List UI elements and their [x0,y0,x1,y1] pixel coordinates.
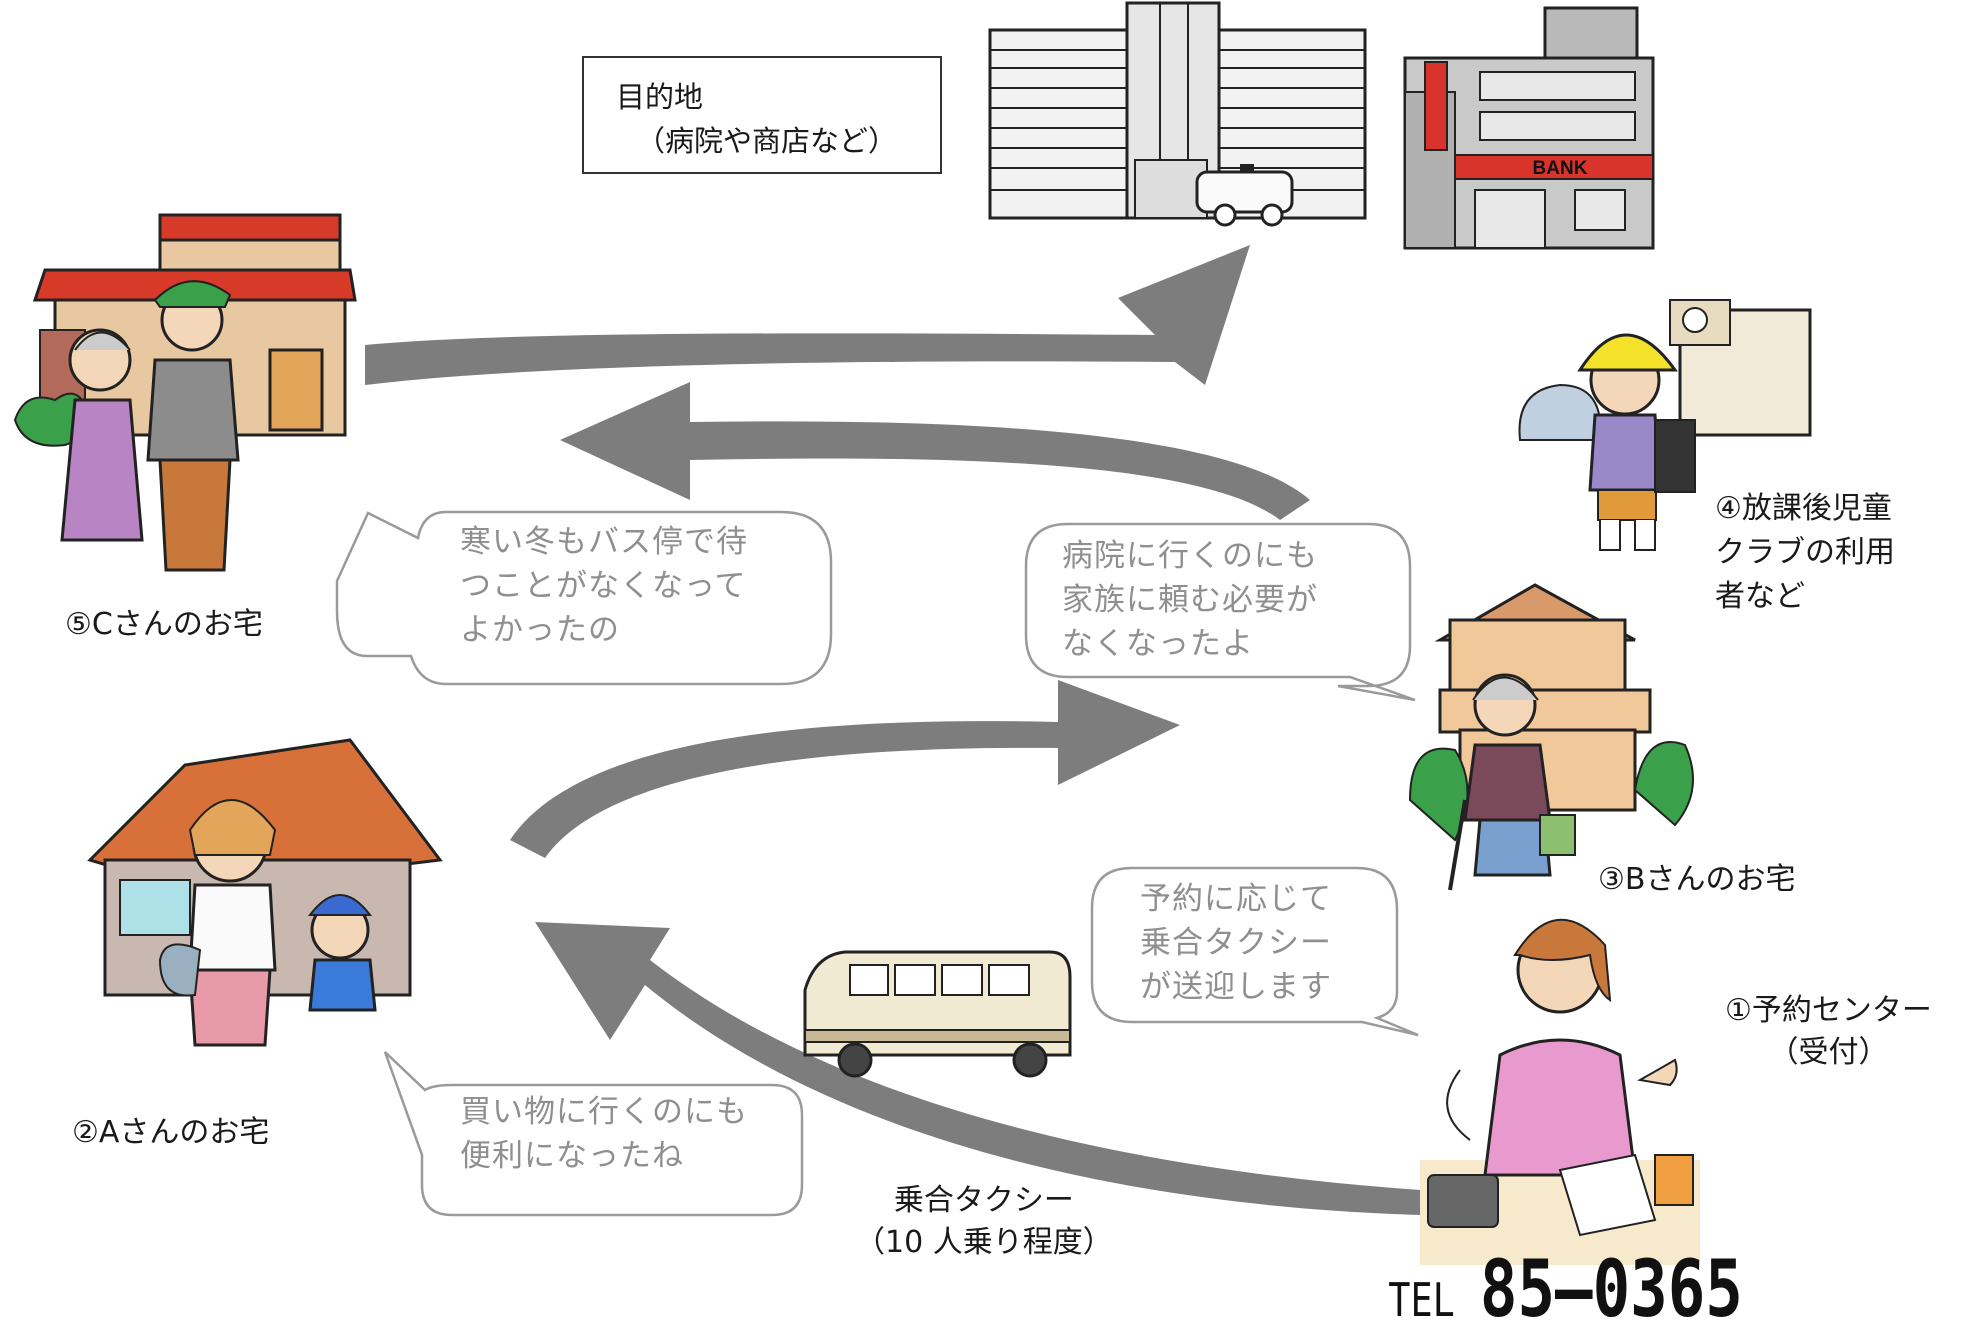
destination-box: 目的地 （病院や商店など） [582,56,942,174]
contact-phone: TEL 85–0365 [1380,1245,1775,1335]
bank-sign: BANK [1533,158,1588,179]
phone-number: 85–0365 [1479,1245,1743,1335]
arrow-a-home-to-b-home [510,680,1180,858]
arrow-club-to-c-home [560,382,1310,520]
bubble-reservation [1090,866,1419,1037]
shared-taxi-van [803,950,1072,1078]
arrow-c-home-to-destination [365,245,1250,385]
label-b-home: ③Bさんのお宅 [1598,862,1796,897]
after-school-club-illustration [1518,299,1812,551]
hospital-building [988,1,1367,227]
bubble-text-winter-bus: 寒い冬もバス停で待 つことがなくなって よかったの [460,524,748,648]
label-reservation-center: ①予約センター （受付） [1725,993,1932,1070]
bubble-hospital [1024,522,1416,702]
speech-bubbles [335,510,1419,1217]
destination-subtitle: （病院や商店など） [636,124,898,158]
arrow-center-to-a-home [535,922,1420,1215]
label-after-school-club: ④放課後児童 クラブの利用 者など [1715,491,1895,614]
bank-building: BANK [1403,6,1655,250]
bubble-shopping [383,1051,804,1217]
phone-prefix: TEL [1388,1273,1455,1327]
bubble-winter-bus [335,510,833,686]
bubble-text-reservation: 予約に応じて 乗合タクシー が送迎します [1140,881,1332,1005]
bubble-text-shopping: 買い物に行くのにも 便利になったね [460,1094,748,1174]
label-a-home: ②Aさんのお宅 [72,1115,270,1150]
c-home-illustration [13,213,357,572]
reservation-center-illustration [1420,919,1700,1265]
bubble-text-hospital: 病院に行くのにも 家族に頼む必要が なくなったよ [1062,538,1318,662]
a-home-illustration [87,738,443,1047]
label-shared-taxi: 乗合タクシー （10 人乗り程度） [855,1183,1113,1260]
label-c-home: ⑤Cさんのお宅 [65,607,263,642]
arrows [365,245,1420,1215]
destination-title: 目的地 [616,80,704,114]
b-home-illustration [1408,583,1694,891]
